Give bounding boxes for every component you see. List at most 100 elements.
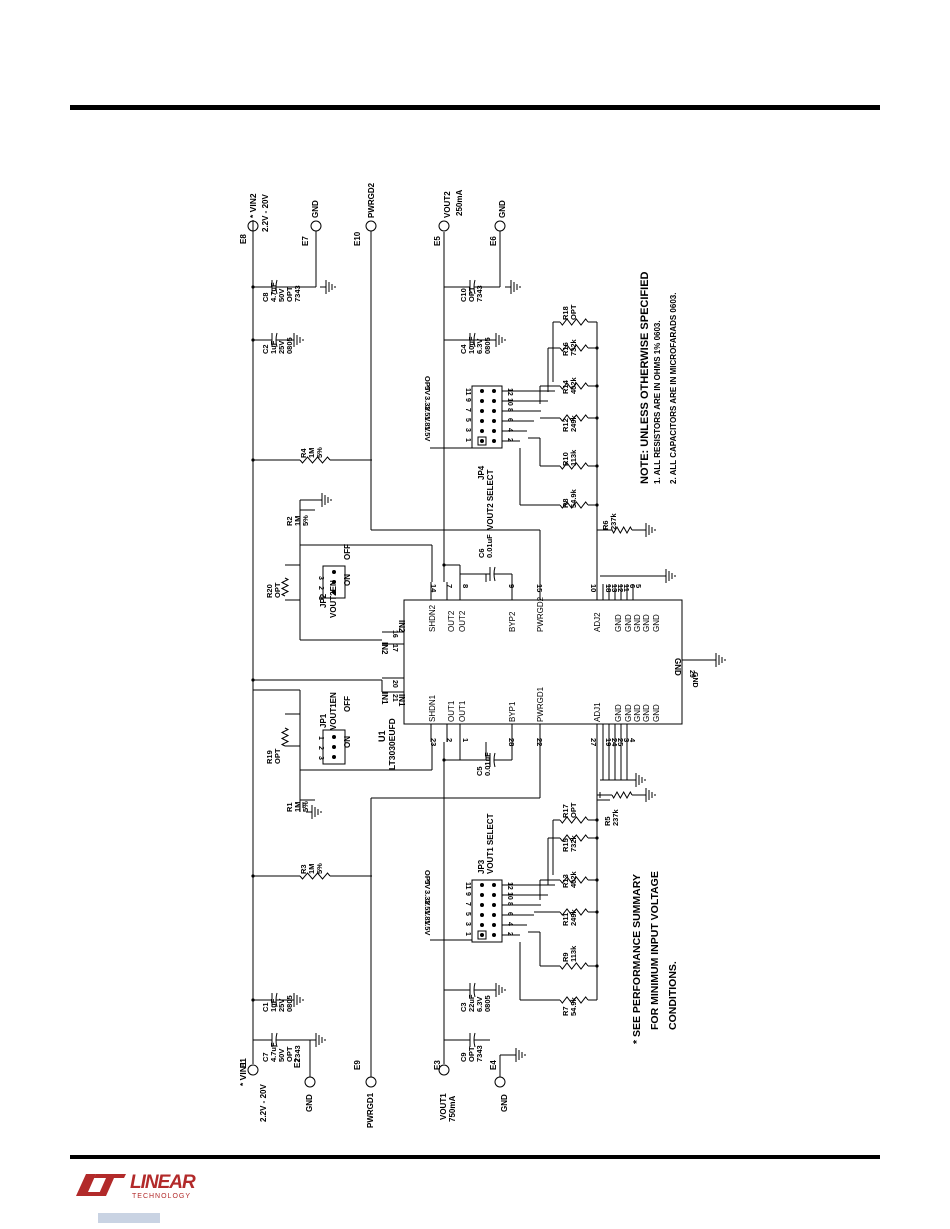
jumper-pin [492, 399, 496, 403]
ground-icon [710, 653, 726, 667]
jp3-v-4: 5V [423, 880, 432, 889]
terminal-e7 [310, 220, 322, 232]
r4-label-0: R4 [299, 448, 308, 458]
jumper-pin [332, 745, 336, 749]
r18-label-0: R18 [561, 306, 570, 320]
jumper-pin [492, 933, 496, 937]
terminal-e9 [365, 1076, 377, 1088]
c4-label-3: 0805 [483, 337, 492, 354]
terminal-e6 [494, 220, 506, 232]
jumper-pin [492, 883, 496, 887]
resistor-icon [611, 790, 633, 800]
jp4-pin-odd: 11 [464, 388, 471, 396]
jp3-pin-odd: 7 [464, 902, 471, 906]
c7-label-1: 4.7uF [269, 1042, 278, 1062]
jp3-pin-even: 2 [506, 932, 513, 936]
junction-dot [595, 818, 599, 822]
c1-label-2: 25V [277, 999, 286, 1012]
resistor-icon [559, 414, 589, 422]
pin29: 29 [688, 670, 695, 678]
r17-label-1: OPT [569, 802, 578, 818]
footer-link-bar[interactable] [98, 1213, 160, 1223]
r8-label-1: 54.9k [569, 488, 578, 508]
jp3-pin-even: 8 [506, 902, 513, 906]
jp4-ref: JP4 [477, 465, 486, 480]
r5-label-1: 237k [611, 808, 620, 826]
jumper-shunt [477, 436, 487, 446]
ic-pinnum2: 7 [445, 584, 454, 588]
ic-pin2-label-1: OUT2 [447, 610, 456, 632]
c2-label-0: C2 [261, 344, 270, 354]
ic-pin2-label-6: GND [614, 614, 623, 632]
ground-icon [660, 569, 676, 583]
ic-pin2-label-9: GND [642, 614, 651, 632]
r2-label-2: 5% [301, 515, 310, 526]
jp3-pin-odd: 9 [464, 892, 471, 896]
c2-label-2: 25V [277, 341, 286, 354]
r4-label-2: 5% [315, 447, 324, 458]
ic-pin-label-0: SHDN1 [428, 694, 437, 722]
perf-2: FOR MINIMUM INPUT VOLTAGE [649, 871, 661, 1030]
capacitor-icon [493, 752, 496, 768]
c2-label-1: 1uF [269, 340, 278, 354]
junction-dot [595, 910, 599, 914]
ic-in2-ext-label: IN2 [380, 642, 389, 655]
ic-pinnum2: 14 [429, 584, 438, 593]
ic-pin2-label-4: PWRGD2 [536, 596, 545, 632]
junction-dot [251, 458, 255, 462]
ic-pin-label-2: OUT1 [458, 700, 467, 722]
jp3-pin-odd: 1 [464, 932, 471, 936]
jumper-pin [480, 439, 484, 443]
jp1-on: ON [343, 736, 352, 748]
jp3-ref: JP3 [477, 859, 486, 874]
c10-label-0: C10 [459, 288, 468, 302]
jp2-ref: JP2 [319, 593, 328, 608]
jumper-pin [480, 389, 484, 393]
jp1-pin: 3 [317, 756, 324, 760]
jp3-pin-even: 12 [506, 882, 513, 890]
ground-icon [288, 993, 304, 1007]
c8-label-4: 7343 [293, 285, 302, 302]
r11-label-1: 249k [569, 908, 578, 926]
r7-label-1: 54.9k [569, 996, 578, 1016]
resistor-icon [299, 456, 331, 464]
ground-icon [306, 805, 322, 819]
r1-label-0: R1 [285, 802, 294, 812]
jumper-pin [492, 923, 496, 927]
jp3-v-1: 1.8V [423, 910, 432, 925]
resistor-icon [559, 462, 589, 470]
jp3-pin-odd: 5 [464, 912, 471, 916]
r9-label-0: R9 [561, 952, 570, 962]
top-rule [70, 105, 880, 110]
e10-label: E10 [353, 231, 362, 246]
r1-label-2: 5% [301, 801, 310, 812]
r2-label-0: R2 [285, 516, 294, 526]
r3-label-2: 5% [315, 863, 324, 874]
terminal-e1 [247, 1064, 259, 1076]
perf-3: CONDITIONS. [667, 961, 679, 1030]
c8-label-2: 50V [277, 289, 286, 302]
capacitor-icon [473, 279, 476, 295]
terminal-e2 [304, 1076, 316, 1088]
ground-icon [510, 1048, 526, 1062]
r7-label-0: R7 [561, 1006, 570, 1016]
jumper-pin [480, 913, 484, 917]
note-title: NOTE: UNLESS OTHERWISE SPECIFIED [639, 271, 651, 484]
e4-label: E4 [489, 1060, 498, 1070]
r14-label-1: 402k [569, 376, 578, 394]
jp3-v-3: 3.3V [423, 890, 432, 905]
c1-label-0: C1 [261, 1002, 270, 1012]
c5-label-1: 0.01uF [483, 752, 492, 776]
ic-pinnum: 27 [589, 738, 598, 746]
resistor-icon [559, 834, 589, 842]
junction-dot [595, 836, 599, 840]
e1-label: E1 [239, 1058, 248, 1068]
vout1-label: VOUT1 [439, 1093, 448, 1120]
junction-dot [595, 503, 599, 507]
jp4-pin-even: 4 [506, 428, 513, 432]
resistor-icon [559, 876, 589, 884]
capacitor-icon [275, 1032, 278, 1048]
jumper-pin [332, 735, 336, 739]
c2-label-3: 0805 [285, 337, 294, 354]
capacitor-icon [275, 992, 278, 1008]
